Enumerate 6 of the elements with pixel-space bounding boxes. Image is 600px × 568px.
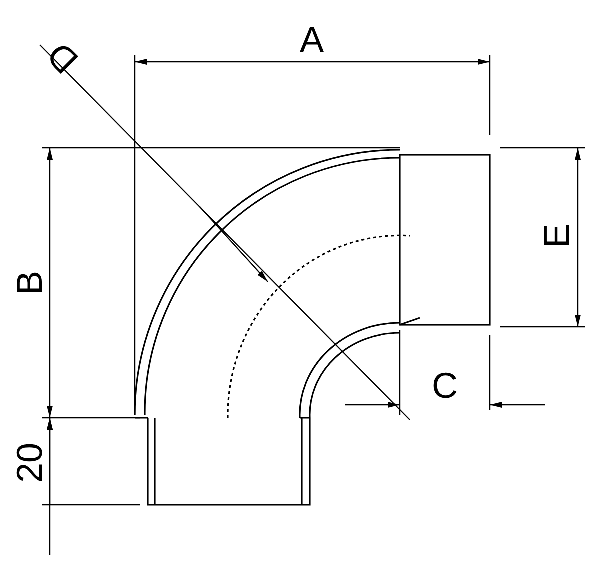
dimension-label: C [432,368,458,404]
dimension-label: E [539,224,575,248]
dimension-label: D [41,36,85,80]
dimension-label: B [12,271,48,295]
dimension-label: A [300,22,324,58]
dimension-label: 20 [12,442,48,484]
